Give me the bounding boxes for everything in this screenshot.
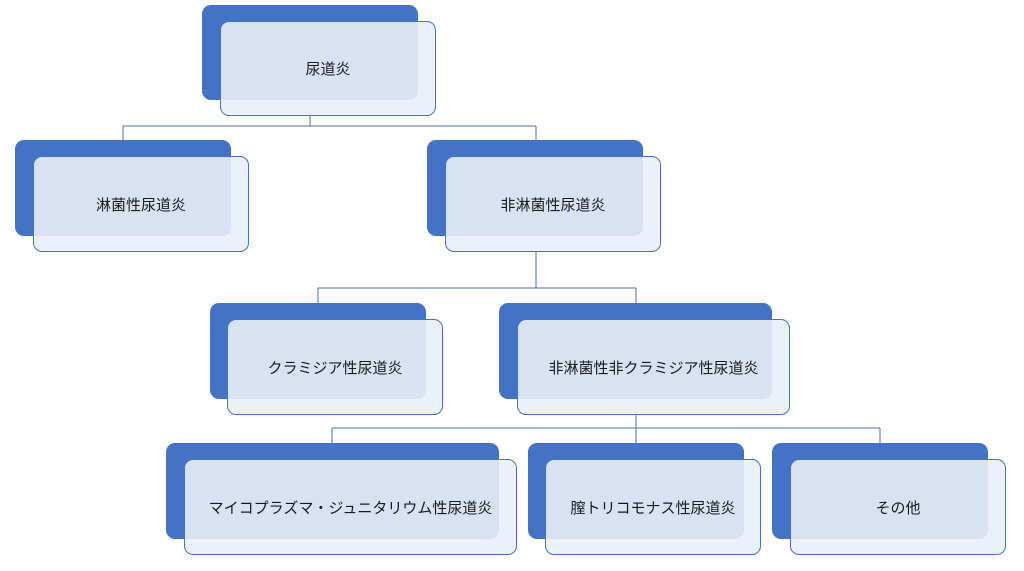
node-chlamydial-label: クラミジア性尿道炎 bbox=[267, 358, 403, 377]
node-gonococcal-urethritis: 淋菌性尿道炎 bbox=[15, 140, 249, 252]
node-chlamydial-urethritis: クラミジア性尿道炎 bbox=[210, 303, 443, 415]
node-non-gonococcal-urethritis: 非淋菌性尿道炎 bbox=[427, 140, 661, 252]
node-urethritis-label: 尿道炎 bbox=[305, 60, 351, 78]
node-non-gonococcal-box: 非淋菌性尿道炎 bbox=[445, 156, 661, 252]
node-mycoplasma-label: マイコプラズマ・ジュニタリウム性尿道炎 bbox=[208, 498, 493, 517]
node-mycoplasma-urethritis: マイコプラズマ・ジュニタリウム性尿道炎 bbox=[166, 443, 517, 555]
node-non-gono-non-chlamydial-urethritis: 非淋菌性非クラミジア性尿道炎 bbox=[499, 303, 790, 415]
node-trichomonas-box: 膣トリコモナス性尿道炎 bbox=[545, 459, 761, 555]
node-gonococcal-box: 淋菌性尿道炎 bbox=[33, 156, 249, 252]
node-mycoplasma-box: マイコプラズマ・ジュニタリウム性尿道炎 bbox=[184, 459, 517, 555]
node-ngnc-box: 非淋菌性非クラミジア性尿道炎 bbox=[517, 319, 790, 415]
node-non-gonococcal-label: 非淋菌性尿道炎 bbox=[500, 195, 606, 214]
node-gonococcal-label: 淋菌性尿道炎 bbox=[95, 195, 186, 214]
node-trichomonas-urethritis: 膣トリコモナス性尿道炎 bbox=[528, 443, 761, 555]
node-other-box: その他 bbox=[790, 459, 1006, 555]
node-urethritis-box: 尿道炎 bbox=[220, 21, 436, 116]
node-urethritis: 尿道炎 bbox=[202, 5, 436, 116]
node-ngnc-label: 非淋菌性非クラミジア性尿道炎 bbox=[548, 358, 759, 377]
node-other: その他 bbox=[772, 443, 1006, 555]
node-trichomonas-label: 膣トリコモナス性尿道炎 bbox=[570, 498, 736, 517]
node-other-label: その他 bbox=[875, 498, 921, 517]
node-chlamydial-box: クラミジア性尿道炎 bbox=[227, 319, 443, 415]
